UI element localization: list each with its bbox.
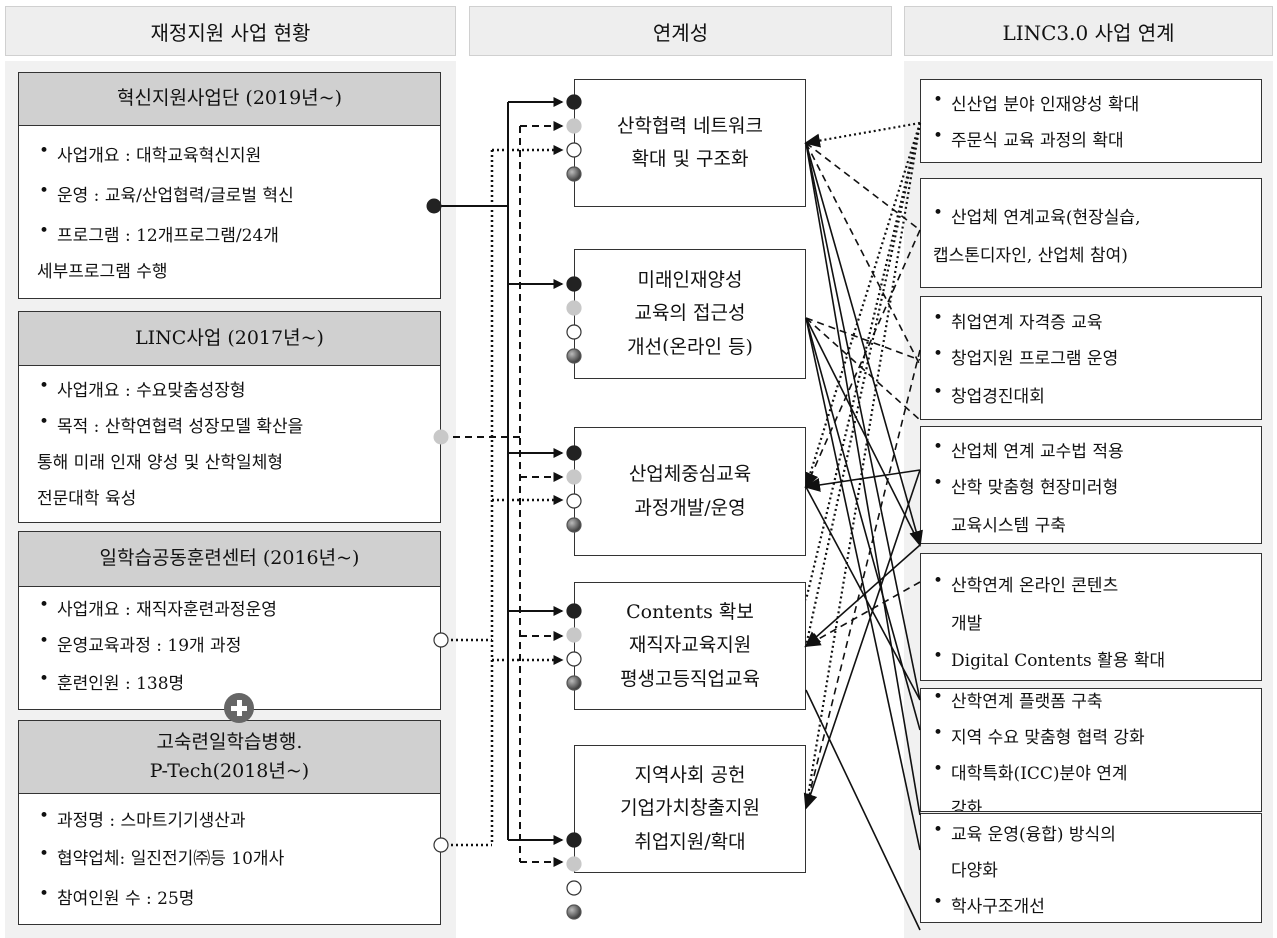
middle-box-3-dot-1 — [566, 445, 582, 461]
right-box-3-line-3: 창업경진대회 — [933, 382, 1045, 407]
left-box-3-title: 일학습공동훈련센터 (2016년~) — [18, 531, 441, 587]
middle-box-2-dot-1 — [566, 276, 582, 292]
right-box-2: 산업체 연계교육(현장실습, 캡스톤디자인, 산업체 참여) — [920, 178, 1262, 288]
right-box-4: 산업체 연계 교수법 적용 산학 맞춤형 현장미러형 교육시스템 구축 — [920, 426, 1262, 544]
middle-box-1-dot-4 — [566, 166, 582, 182]
middle-box-5-dot-1 — [566, 832, 582, 848]
right-box-3-line-1: 취업연계 자격증 교육 — [933, 308, 1103, 333]
middle-box-4: Contents 확보 재직자교육지원 평생고등직업교육 — [574, 582, 806, 710]
left-box-2-body: 사업개요 : 수요맞춤성장형 목적 : 산학연협력 성장모델 확산을 통해 미래… — [18, 365, 441, 523]
left-box-3-line-1: 사업개요 : 재직자훈련과정운영 — [39, 595, 277, 620]
header-middle: 연계성 — [469, 6, 892, 56]
right-box-5-line-1: 산학연계 온라인 콘텐츠 — [933, 571, 1118, 596]
middle-box-4-dot-4 — [566, 675, 582, 691]
right-box-6-line-1: 산학연계 플랫폼 구축 — [933, 689, 1103, 712]
right-box-7-line-2: 다양화 — [951, 861, 998, 881]
right-box-1-line-1: 신산업 분야 인재양성 확대 — [933, 90, 1139, 115]
right-box-6: 산학연계 플랫폼 구축 지역 수요 맞춤형 협력 강화 대학특화(ICC)분야 … — [920, 688, 1262, 812]
left-box-1-title: 혁신지원사업단 (2019년~) — [18, 72, 441, 126]
middle-box-4-dot-2 — [566, 627, 582, 643]
middle-box-5-dot-3 — [566, 880, 582, 896]
right-box-5: 산학연계 온라인 콘텐츠 개발 Digital Contents 활용 확대 — [920, 553, 1262, 681]
middle-box-3: 산업체중심교육 과정개발/운영 — [574, 427, 806, 556]
middle-box-3-dot-2 — [566, 469, 582, 485]
right-box-4-line-2: 산학 맞춤형 현장미러형 — [933, 473, 1118, 498]
middle-box-5-dot-2 — [566, 856, 582, 872]
left-box-2-line-3: 통해 미래 인재 양성 및 산학일체형 — [37, 453, 283, 473]
right-box-6-line-3: 대학특화(ICC)분야 연계 — [933, 759, 1127, 784]
right-box-4-line-3: 교육시스템 구축 — [951, 516, 1066, 536]
left-box-2-line-2: 목적 : 산학연협력 성장모델 확산을 — [39, 412, 303, 437]
middle-box-1-dot-2 — [566, 118, 582, 134]
header-right: LINC3.0 사업 연계 — [904, 6, 1273, 56]
middle-box-5-dot-4 — [566, 904, 582, 920]
middle-box-3-dot-3 — [566, 493, 582, 509]
left-box-2-line-1: 사업개요 : 수요맞춤성장형 — [39, 376, 246, 401]
header-left: 재정지원 사업 현황 — [5, 6, 456, 56]
middle-box-2-dot-2 — [566, 300, 582, 316]
right-box-5-line-2: 개발 — [951, 614, 983, 634]
right-box-3-line-2: 창업지원 프로그램 운영 — [933, 344, 1118, 369]
left-box-4-line-3: 참여인원 수 : 25명 — [39, 884, 194, 909]
left-box-3-line-2: 운영교육과정 : 19개 과정 — [39, 631, 241, 656]
right-box-1-line-2: 주문식 교육 과정의 확대 — [933, 126, 1124, 151]
left-box-4-line-1: 과정명 : 스마트기기생산과 — [39, 806, 246, 831]
middle-box-2-dot-3 — [566, 324, 582, 340]
right-box-3: 취업연계 자격증 교육 창업지원 프로그램 운영 창업경진대회 — [920, 296, 1262, 420]
middle-box-4-dot-1 — [566, 603, 582, 619]
right-box-4-line-1: 산업체 연계 교수법 적용 — [933, 437, 1124, 462]
left-box-2-line-4: 전문대학 육성 — [37, 489, 137, 509]
left-box-1-line-3: 프로그램 : 12개프로그램/24개 — [39, 221, 279, 246]
right-box-1: 신산업 분야 인재양성 확대 주문식 교육 과정의 확대 — [920, 79, 1262, 163]
left-box-1-line-4: 세부프로그램 수행 — [37, 262, 168, 282]
middle-box-2: 미래인재양성 교육의 접근성 개선(온라인 등) — [574, 249, 806, 379]
middle-box-4-dot-3 — [566, 651, 582, 667]
middle-box-1: 산학협력 네트워크 확대 및 구조화 — [574, 79, 806, 207]
right-box-5-line-3: Digital Contents 활용 확대 — [933, 646, 1165, 671]
right-box-7: 교육 운영(융합) 방식의 다양화 학사구조개선 — [920, 813, 1262, 923]
left-box-3-body: 사업개요 : 재직자훈련과정운영 운영교육과정 : 19개 과정 훈련인원 : … — [18, 586, 441, 710]
left-box-4-body: 과정명 : 스마트기기생산과 협약업체: 일진전기㈜등 10개사 참여인원 수 … — [18, 793, 441, 925]
right-box-6-line-2: 지역 수요 맞춤형 협력 강화 — [933, 723, 1145, 748]
left-box-1-line-2: 운영 : 교육/산업협력/글로벌 혁신 — [39, 181, 294, 206]
right-box-2-line-1: 산업체 연계교육(현장실습, — [933, 203, 1141, 228]
right-box-6-line-4: 강화 — [951, 799, 983, 812]
middle-box-2-dot-4 — [566, 348, 582, 364]
left-box-1-body: 사업개요 : 대학교육혁신지원 운영 : 교육/산업협력/글로벌 혁신 프로그램… — [18, 125, 441, 299]
middle-box-1-dot-3 — [566, 142, 582, 158]
left-box-1-line-1: 사업개요 : 대학교육혁신지원 — [39, 141, 261, 166]
right-box-7-line-1: 교육 운영(융합) 방식의 — [933, 820, 1116, 845]
plus-icon — [224, 693, 254, 723]
right-box-2-line-2: 캡스톤디자인, 산업체 참여) — [933, 246, 1128, 266]
left-box-2-title: LINC사업 (2017년~) — [18, 311, 441, 366]
left-box-3-line-3: 훈련인원 : 138명 — [39, 669, 184, 694]
left-box-4-title: 고숙련일학습병행. P-Tech(2018년~) — [18, 720, 441, 794]
right-box-7-line-3: 학사구조개선 — [933, 892, 1045, 917]
middle-box-5: 지역사회 공헌 기업가치창출지원 취업지원/확대 — [574, 745, 806, 873]
left-box-4-line-2: 협약업체: 일진전기㈜등 10개사 — [39, 844, 284, 869]
middle-box-1-dot-1 — [566, 94, 582, 110]
middle-box-3-dot-4 — [566, 517, 582, 533]
